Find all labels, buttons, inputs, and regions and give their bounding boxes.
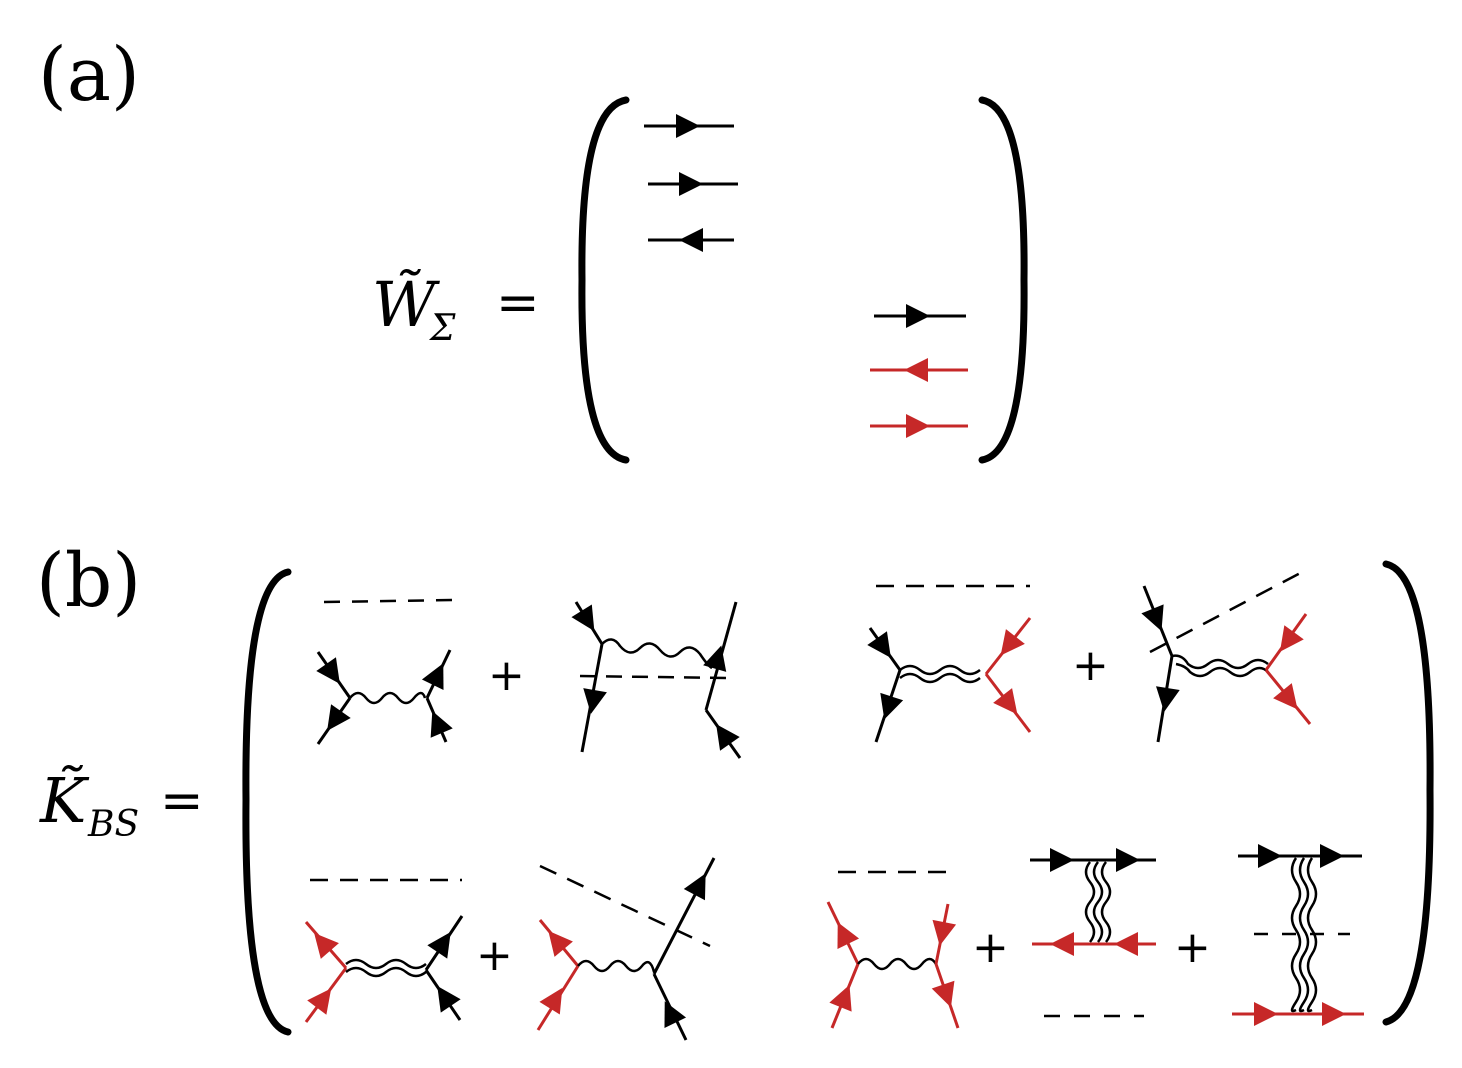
kernel-block-21: + (304, 857, 717, 1041)
feynman-diagram (304, 915, 464, 1023)
w-symbol: W̃ (372, 268, 440, 341)
panel-a-lhs: W̃ Σ = (372, 268, 540, 349)
arrow-right-icon (906, 304, 930, 328)
equals-sign-a: = (496, 273, 540, 333)
right-paren-b (1382, 560, 1434, 1026)
feynman-diagram (1030, 848, 1156, 1018)
arrow-right-icon (676, 114, 700, 138)
feynman-diagram (867, 617, 1032, 743)
propagators-a-bottom-right (870, 304, 968, 438)
feynman-diagram (536, 857, 717, 1041)
k-symbol: K̃ (39, 764, 90, 837)
kernel-block-11: + (316, 598, 742, 759)
plus-sign: + (1072, 640, 1109, 691)
feynman-diagram (1232, 844, 1364, 1026)
k-subscript: BS (87, 804, 139, 845)
right-paren-a (978, 96, 1028, 464)
feynman-diagram (826, 901, 963, 1029)
w-subscript: Σ (428, 308, 456, 349)
matrix-bracket-b (242, 560, 1434, 1036)
plus-sign: + (1174, 922, 1211, 973)
equals-sign-b: = (160, 771, 204, 831)
arrow-right-icon (906, 414, 930, 438)
panel-b-lhs: K̃ BS = (39, 764, 204, 845)
kernel-block-12: + (867, 568, 1312, 743)
feynman-diagram (571, 601, 742, 759)
arrow-left-icon (679, 228, 703, 252)
feynman-diagram (316, 649, 455, 745)
arrow-left-icon (904, 358, 928, 382)
matrix-bracket-a (578, 96, 1028, 464)
panel-a-label: (a) (38, 32, 140, 118)
plus-sign: + (488, 650, 525, 701)
left-paren-b (242, 568, 292, 1036)
left-paren-a (578, 96, 630, 464)
plus-sign: + (972, 922, 1009, 973)
kernel-block-22: + + (826, 844, 1364, 1029)
propagators-a-top-left (644, 114, 738, 252)
plus-sign: + (476, 930, 513, 981)
arrow-right-icon (679, 172, 703, 196)
feynman-diagram (1141, 568, 1312, 743)
panel-b-label: (b) (36, 538, 141, 624)
